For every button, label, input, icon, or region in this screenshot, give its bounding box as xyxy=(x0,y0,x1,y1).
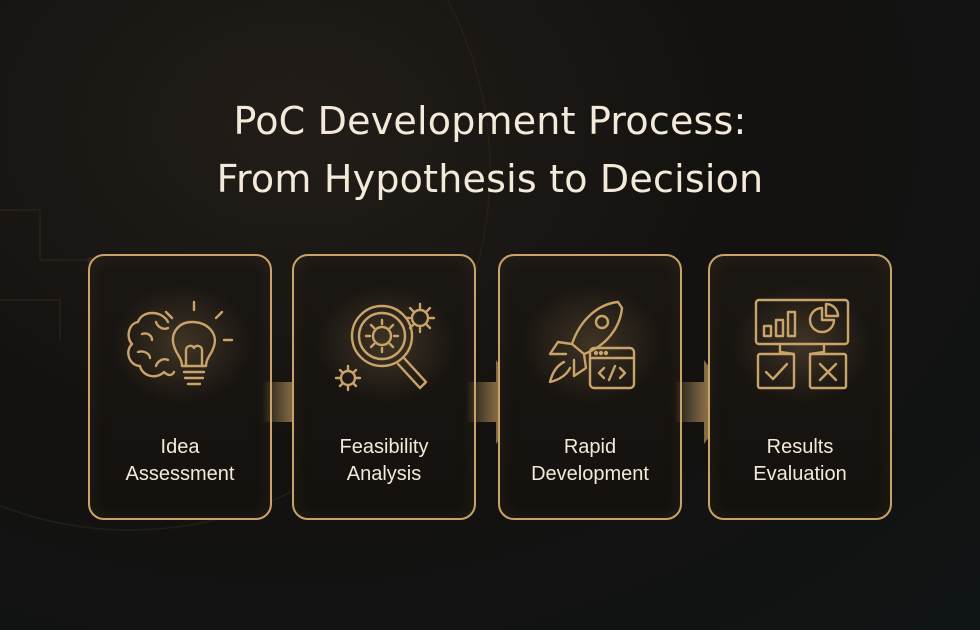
step-card-results-evaluation: Results Evaluation xyxy=(708,254,892,520)
title-line-1: PoC Development Process: xyxy=(233,99,747,143)
brain-lightbulb-icon xyxy=(127,300,234,386)
step-label: Feasibility Analysis xyxy=(339,436,429,485)
step-label: Rapid Development xyxy=(531,436,649,485)
step-card-idea-assessment: Idea Assessment xyxy=(88,254,272,520)
page-title: PoC Development Process: From Hypothesis… xyxy=(0,92,980,208)
title-line-2: From Hypothesis to Decision xyxy=(216,157,764,201)
magnifier-gears-icon xyxy=(334,302,436,392)
step-card-rapid-development: Rapid Development xyxy=(498,254,682,520)
step-card-feasibility-analysis: Feasibility Analysis xyxy=(292,254,476,520)
rocket-code-icon xyxy=(548,300,636,390)
chart-check-cross-icon xyxy=(754,298,850,390)
step-label: Idea Assessment xyxy=(125,436,235,485)
step-label: Results Evaluation xyxy=(753,436,847,485)
